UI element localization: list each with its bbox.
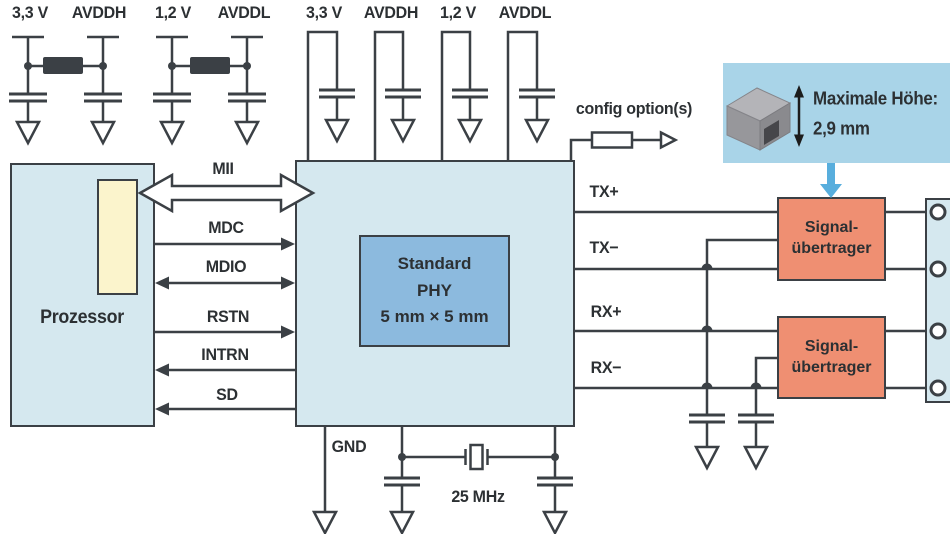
ferrite-bead-icon (43, 57, 83, 74)
capacitor-icon (9, 92, 47, 122)
arrowhead-right (281, 237, 295, 251)
junction-dot (551, 453, 559, 461)
signal-transformer-1 (777, 197, 886, 281)
ground-icon (389, 118, 417, 144)
capacitor-icon (519, 88, 555, 120)
capacitor-icon (537, 476, 573, 512)
junction-dot (99, 62, 107, 70)
ferrite-bead-icon (190, 57, 230, 74)
ground-icon (89, 120, 117, 146)
power-label: 1,2 V (440, 3, 476, 22)
component-photo-box (723, 63, 950, 163)
junction-dot (24, 62, 32, 70)
capacitor-icon (153, 92, 191, 122)
power-label: AVDDH (363, 3, 419, 22)
bus-label-mii: MII (212, 159, 234, 178)
signal-label-rstn: RSTN (206, 307, 250, 326)
ground-icon (456, 118, 484, 144)
signal-mdio (155, 276, 295, 290)
arrowhead-left (155, 363, 169, 377)
open-arrowhead-icon (659, 130, 679, 150)
capacitor-icon (384, 476, 420, 512)
ground-icon (541, 510, 569, 534)
hop-icon (750, 382, 762, 388)
power-filter-left (9, 35, 266, 146)
power-label: 3,3 V (12, 3, 48, 22)
capacitor-icon (689, 413, 725, 447)
ground-icon (693, 445, 721, 471)
power-label: 1,2 V (155, 3, 191, 22)
phy-die-block (359, 235, 510, 347)
capacitor-icon (738, 413, 774, 447)
signal-label-sd: SD (216, 385, 238, 404)
pair-label-rx-minus: RX− (590, 358, 622, 377)
capacitor-icon (319, 88, 355, 120)
note-height-value: 2,9 mm (813, 118, 870, 139)
gnd-label: GND (331, 437, 367, 456)
power-label: AVDDH (71, 3, 127, 22)
hop-icon (701, 263, 713, 269)
config-option-label: config option(s) (575, 99, 693, 118)
ground-icon (323, 118, 351, 144)
processor-interface-bar (97, 179, 138, 295)
crystal-icon (464, 443, 489, 471)
ground-icon (311, 510, 339, 534)
transformer-line: Signal- (804, 337, 859, 355)
power-label: AVDDL (217, 3, 271, 22)
ground-icon (388, 510, 416, 534)
ground-icon (523, 118, 551, 144)
power-label: AVDDL (498, 3, 552, 22)
capacitor-icon (385, 88, 421, 120)
ground-icon (158, 120, 186, 146)
capacitor-icon (452, 88, 488, 120)
power-decoupling-phy (306, 30, 555, 161)
signal-mdc (155, 237, 295, 251)
phy-die-line: Standard (397, 254, 472, 274)
transformer-line: übertrager (791, 358, 872, 376)
transformer-2-label: Signal- übertrager (777, 316, 886, 399)
capacitor-icon (84, 92, 122, 122)
signal-label-mdio: MDIO (205, 257, 247, 276)
pair-label-tx-minus: TX− (589, 238, 619, 257)
power-label: 3,3 V (306, 3, 342, 22)
hop-icon (701, 382, 713, 388)
pointer-arrow-blue (820, 163, 842, 198)
signal-transformer-2 (777, 316, 886, 399)
resistor-icon (590, 131, 634, 149)
signal-rstn (155, 325, 295, 339)
transformer-line: Signal- (804, 219, 859, 237)
signal-intrn (155, 363, 295, 377)
ground-icon (14, 120, 42, 146)
hop-icon (701, 325, 713, 331)
freq-label: 25 MHz (451, 487, 505, 506)
pair-label-tx-plus: TX+ (589, 182, 619, 201)
transformer-1-label: Signal- übertrager (777, 197, 886, 281)
ground-icon (233, 120, 261, 146)
junction-dot (398, 453, 406, 461)
transformer-line: übertrager (791, 240, 872, 257)
processor-label: Prozessor (40, 307, 124, 328)
junction-dot (168, 62, 176, 70)
arrowhead-left (155, 402, 169, 416)
phy-die-label: Standard PHY 5 mm × 5 mm (359, 235, 510, 347)
config-option-net (569, 130, 679, 160)
note-height-label: Maximale Höhe: (813, 88, 938, 109)
pair-label-rx-plus: RX+ (590, 302, 622, 321)
arrowhead-left (155, 276, 169, 290)
junction-dot (243, 62, 251, 70)
mii-bus-arrow (137, 172, 316, 214)
phy-die-line: PHY (417, 280, 452, 300)
signal-label-mdc: MDC (208, 218, 244, 237)
capacitor-icon (228, 92, 266, 122)
arrowhead-right (281, 276, 295, 290)
arrowhead-right (281, 325, 295, 339)
ground-icon (742, 445, 770, 471)
phy-die-line: 5 mm × 5 mm (380, 307, 489, 327)
connector-strip (925, 198, 950, 403)
signal-label-intrn: INTRN (201, 345, 249, 364)
